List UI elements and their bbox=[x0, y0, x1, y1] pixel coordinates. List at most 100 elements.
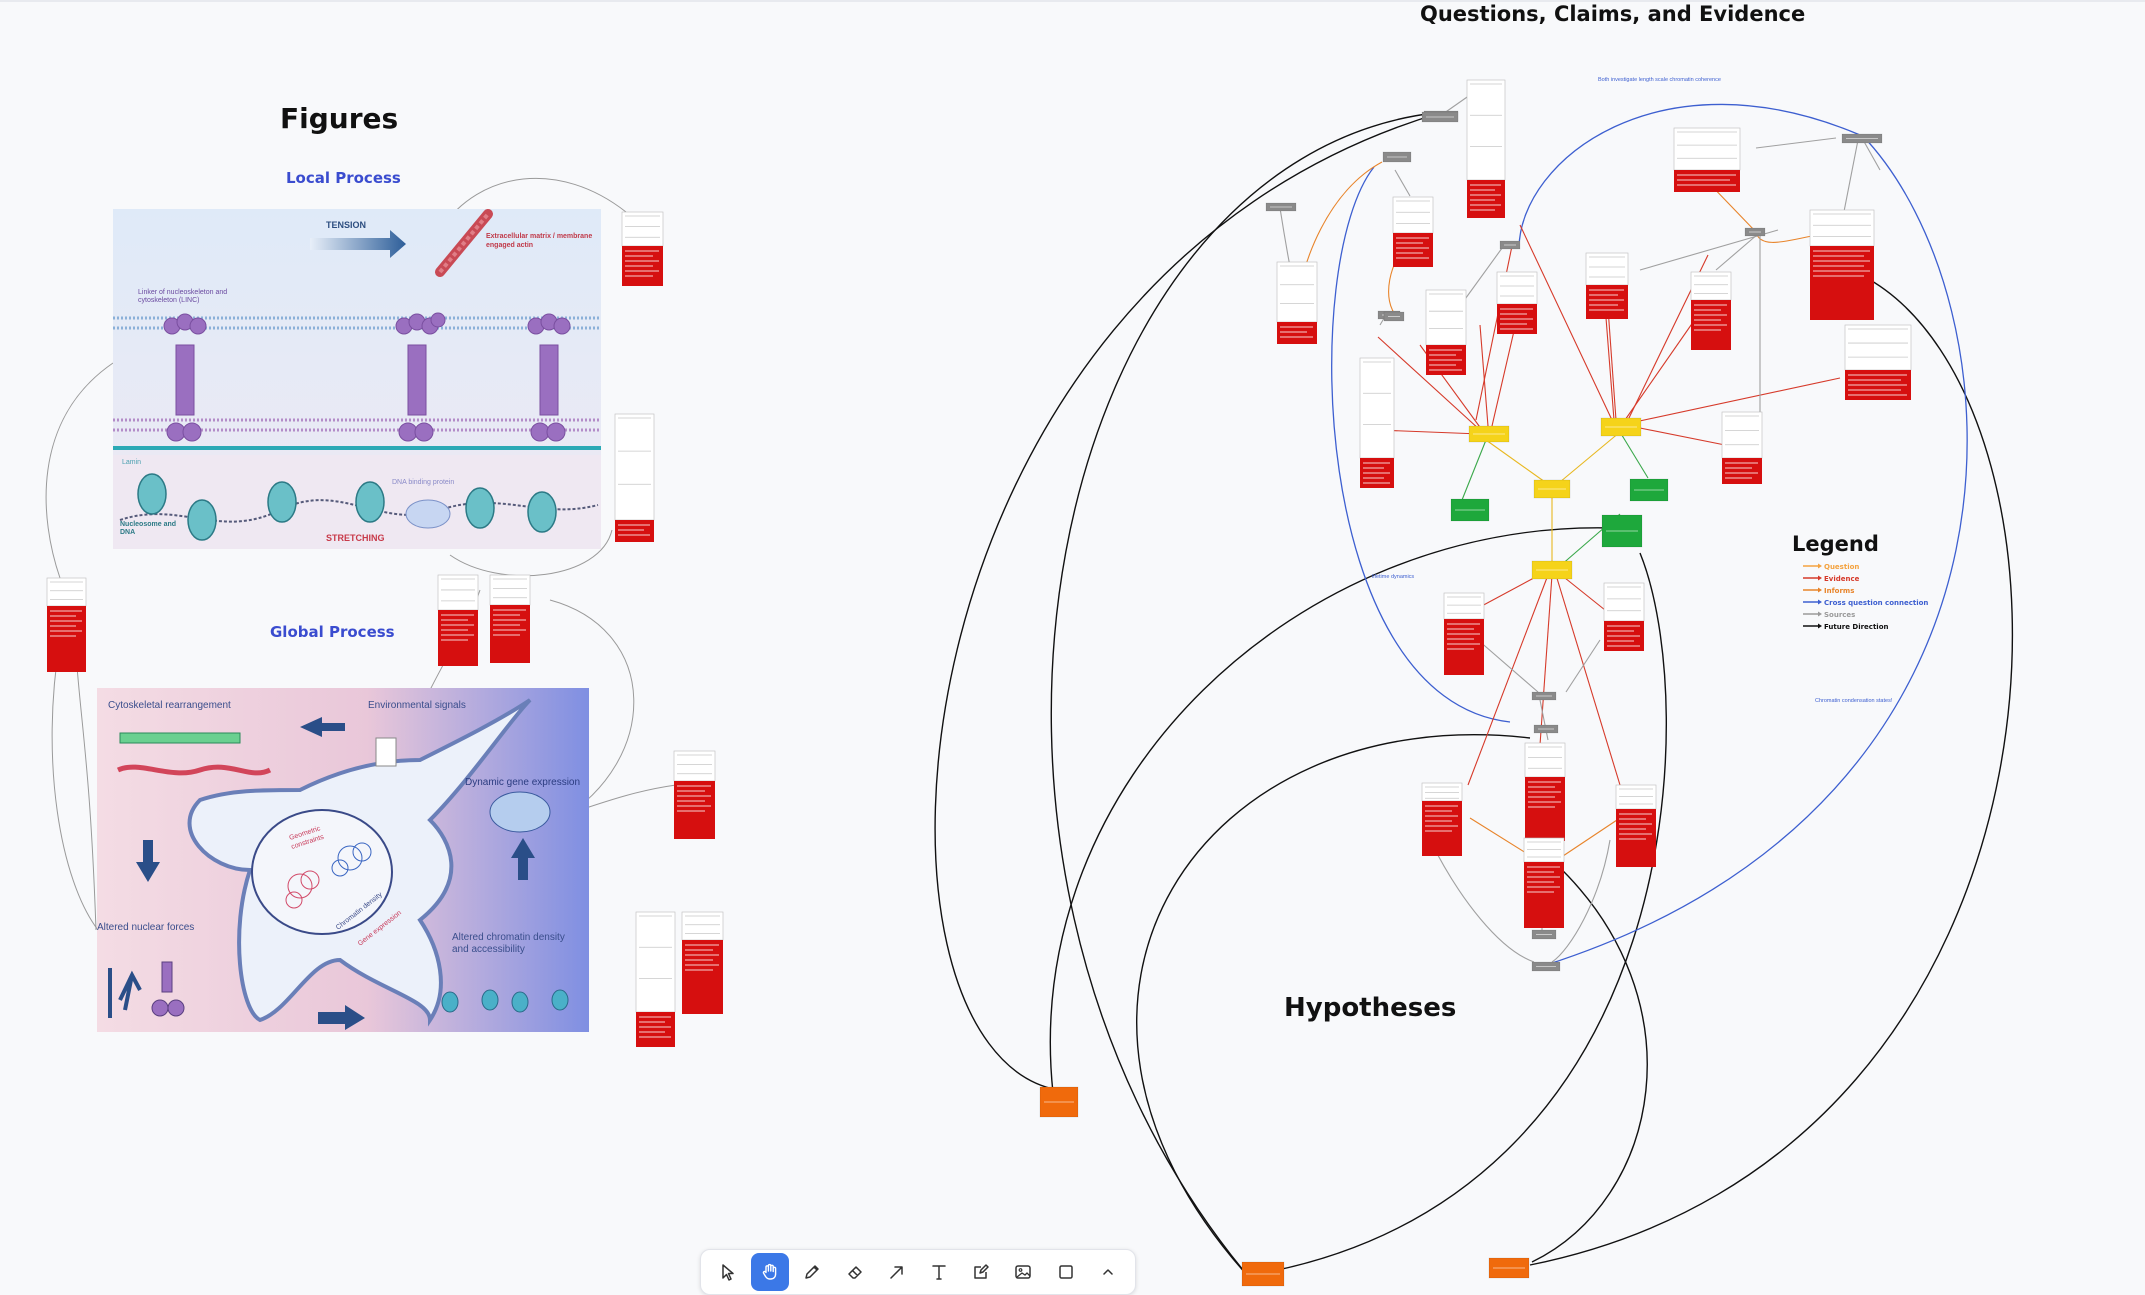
claim-node[interactable] bbox=[1601, 514, 1643, 548]
note-tool[interactable] bbox=[962, 1253, 1000, 1291]
image-tool[interactable] bbox=[1004, 1253, 1042, 1291]
hypothesis-node[interactable] bbox=[1241, 1261, 1285, 1287]
local-process-title: Local Process bbox=[286, 169, 401, 187]
question-node[interactable] bbox=[1468, 425, 1510, 443]
source-node[interactable] bbox=[1383, 311, 1405, 322]
future-direction-arcs bbox=[934, 112, 2014, 1276]
local-process-figure[interactable]: TENSION Extracellular matrix / membrane … bbox=[113, 209, 601, 549]
evidence-card[interactable] bbox=[46, 577, 87, 672]
nucleosome-label-2: DNA bbox=[120, 529, 135, 536]
figures-title: Figures bbox=[280, 102, 398, 135]
toxin-bottle bbox=[375, 737, 397, 767]
hypothesis-node[interactable] bbox=[1039, 1086, 1079, 1118]
evidence-card[interactable] bbox=[1585, 252, 1629, 319]
source-node[interactable] bbox=[1499, 240, 1521, 250]
evidence-card[interactable] bbox=[1425, 289, 1467, 375]
source-node[interactable] bbox=[1841, 133, 1883, 144]
pencil-icon bbox=[805, 1265, 820, 1279]
questions-title: Questions, Claims, and Evidence bbox=[1420, 2, 1805, 26]
network-nodes[interactable] bbox=[1039, 79, 1912, 1287]
legend-item: Future Direction bbox=[1803, 623, 1888, 631]
evidence-card[interactable] bbox=[1603, 582, 1645, 651]
text-tool[interactable] bbox=[920, 1253, 958, 1291]
evidence-card[interactable] bbox=[1392, 196, 1434, 267]
ecm-label: Extracellular matrix / membrane bbox=[486, 233, 592, 240]
question-node[interactable] bbox=[1600, 417, 1642, 437]
evidence-card[interactable] bbox=[1359, 357, 1395, 488]
note-icon bbox=[974, 1264, 989, 1279]
chromatin-red bbox=[285, 870, 320, 909]
pencil-tool[interactable] bbox=[793, 1253, 831, 1291]
hand-tool[interactable] bbox=[751, 1253, 790, 1291]
evidence-card[interactable] bbox=[1615, 784, 1657, 867]
rectangle-tool[interactable] bbox=[1047, 1253, 1085, 1291]
ecm-label-2: engaged actin bbox=[486, 242, 533, 249]
cross-question-arcs bbox=[1331, 103, 1968, 966]
question-node[interactable] bbox=[1533, 479, 1571, 499]
hypotheses-title: Hypotheses bbox=[1284, 993, 1456, 1023]
arrow-left bbox=[300, 717, 345, 737]
arrow-tool[interactable] bbox=[878, 1253, 916, 1291]
question-node[interactable] bbox=[1531, 560, 1573, 580]
evidence-card[interactable] bbox=[437, 574, 479, 666]
evidence-card[interactable] bbox=[1690, 271, 1732, 350]
linc-icon bbox=[151, 961, 185, 1017]
evidence-card[interactable] bbox=[1276, 261, 1318, 344]
nucleosomes bbox=[137, 473, 557, 541]
evidence-card[interactable] bbox=[1673, 127, 1741, 192]
eraser-tool[interactable] bbox=[836, 1253, 874, 1291]
actin-wave bbox=[116, 764, 272, 776]
source-node[interactable] bbox=[1421, 111, 1459, 123]
arrow-up bbox=[511, 838, 535, 880]
linc-label: Linker of nucleoskeleton and bbox=[138, 289, 227, 296]
source-node[interactable] bbox=[1744, 227, 1766, 237]
hypothesis-node[interactable] bbox=[1488, 1257, 1530, 1279]
hand-icon bbox=[763, 1263, 777, 1280]
evidence-card[interactable] bbox=[681, 911, 724, 1014]
evidence-card[interactable] bbox=[1721, 411, 1763, 484]
evidence-card[interactable] bbox=[635, 911, 676, 1047]
evidence-card[interactable] bbox=[673, 750, 716, 839]
lamin-label: Lamin bbox=[122, 459, 141, 466]
select-tool[interactable] bbox=[709, 1253, 747, 1291]
arrow-down bbox=[136, 840, 160, 882]
global-process-figure[interactable]: Geometric constraints Chromatin density … bbox=[97, 688, 589, 1032]
source-node[interactable] bbox=[1382, 151, 1412, 163]
dna-binding-label: DNA binding protein bbox=[392, 479, 454, 486]
evidence-card[interactable] bbox=[1466, 79, 1506, 218]
claim-node[interactable] bbox=[1629, 478, 1669, 502]
chevron-up-icon bbox=[1103, 1269, 1113, 1275]
source-node[interactable] bbox=[1531, 691, 1557, 701]
evidence-card[interactable] bbox=[1523, 837, 1565, 928]
left-evidence-cards[interactable] bbox=[46, 211, 724, 1047]
arrow-right bbox=[318, 1005, 365, 1030]
bottom-toolbar bbox=[700, 1249, 1136, 1295]
environmental-label: Environmental signals bbox=[368, 700, 466, 711]
evidence-card[interactable] bbox=[1496, 271, 1538, 334]
chromatin-blue bbox=[331, 842, 372, 877]
linc-complexes bbox=[163, 312, 571, 442]
evidence-card[interactable] bbox=[621, 211, 664, 286]
source-node[interactable] bbox=[1531, 961, 1561, 972]
evidence-card[interactable] bbox=[1809, 209, 1875, 320]
image-icon bbox=[1015, 1265, 1032, 1279]
evidence-card[interactable] bbox=[614, 413, 655, 542]
evidence-card[interactable] bbox=[489, 574, 531, 663]
transcription-complex bbox=[489, 791, 551, 833]
source-node[interactable] bbox=[1265, 202, 1297, 212]
source-node[interactable] bbox=[1531, 929, 1557, 940]
rectangle-icon bbox=[1058, 1265, 1073, 1279]
evidence-card[interactable] bbox=[1443, 592, 1485, 675]
linc-label-2: cytoskeleton (LINC) bbox=[138, 297, 199, 304]
more-tools-button[interactable] bbox=[1089, 1253, 1127, 1291]
actin-bundle bbox=[119, 732, 241, 744]
nucleosome-label: Nucleosome and bbox=[120, 521, 176, 528]
evidence-card[interactable] bbox=[1844, 324, 1912, 400]
legend-item: Informs bbox=[1803, 587, 1854, 595]
source-node[interactable] bbox=[1533, 724, 1559, 734]
evidence-card[interactable] bbox=[1524, 742, 1566, 841]
claim-node[interactable] bbox=[1450, 498, 1490, 522]
evidence-card[interactable] bbox=[1421, 782, 1463, 856]
arrow-icon bbox=[890, 1266, 903, 1279]
